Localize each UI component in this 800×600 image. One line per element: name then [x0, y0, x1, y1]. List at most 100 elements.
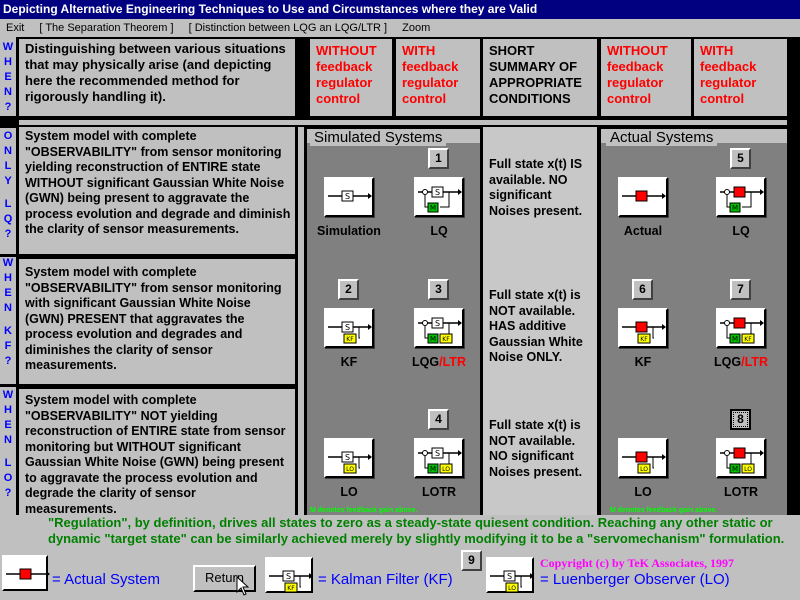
svg-text:S: S	[286, 572, 291, 581]
row2-description: System model with complete "OBSERVABILIT…	[19, 259, 295, 384]
sidebar-letter: H	[4, 272, 12, 284]
sidebar-letter: F	[4, 340, 12, 352]
summary-column	[483, 127, 597, 515]
svg-text:M: M	[732, 465, 738, 473]
svg-text:S: S	[435, 188, 440, 197]
system-icon-kf-act[interactable]: KF	[618, 308, 668, 348]
number-button-2[interactable]: 2	[338, 279, 359, 300]
number-button-4[interactable]: 4	[428, 409, 449, 430]
menu-exit[interactable]: Exit	[6, 22, 25, 34]
system-icon-sim[interactable]: S	[324, 177, 374, 217]
system-icon-lo-act[interactable]: LO	[618, 438, 668, 478]
sidebar-letter: N	[4, 302, 12, 314]
copyright: Copyright (c) by TeK Associates, 1997	[540, 556, 735, 570]
nine-button[interactable]: 9	[461, 550, 482, 571]
cell-label: LO	[340, 485, 358, 499]
header-sim-without-key: WITHOUT	[316, 43, 377, 58]
sidebar-letter: Q	[3, 213, 13, 225]
sidebar-letter: N	[4, 145, 12, 157]
sidebar-letter: O	[3, 472, 13, 484]
legend-actual-system: = Actual System	[52, 571, 160, 588]
cell-label: LO	[634, 485, 652, 499]
menu-zoom[interactable]: Zoom	[402, 22, 431, 34]
sidebar-letter: L	[4, 160, 12, 172]
svg-text:LO: LO	[508, 585, 516, 592]
header-sim-with-rest: feedback regulator control	[402, 59, 459, 106]
cell-label: KF	[634, 355, 652, 369]
sidebar-letter: ?	[4, 101, 12, 113]
sidebar-letter: N	[4, 86, 12, 98]
svg-text:KF: KF	[287, 585, 295, 592]
cell-label: LQ	[430, 224, 448, 238]
menu-distinction-lqg-ltr[interactable]: [ Distinction between LQG an LQG/LTR ]	[188, 22, 388, 34]
header-sim-with-key: WITH	[402, 43, 436, 58]
return-button[interactable]: Return	[193, 565, 256, 592]
cell-label-ltr: /LTR	[741, 355, 768, 369]
legend-luenberger-observer: = Luenberger Observer (LO)	[540, 571, 730, 588]
mid-divider	[298, 127, 304, 515]
row2-summary: Full state x(t) is NOT available. HAS ad…	[489, 288, 583, 364]
number-button-6[interactable]: 6	[632, 279, 653, 300]
svg-text:M: M	[732, 335, 738, 343]
row3-summary: Full state x(t) is NOT available. NO sig…	[489, 418, 583, 479]
number-button-1[interactable]: 1	[428, 148, 449, 169]
legend-kalman-icon: S KF	[265, 557, 313, 593]
svg-text:M: M	[430, 335, 436, 343]
sidebar-letter: H	[4, 404, 12, 416]
header-act-with: WITH feedback regulator control	[694, 39, 787, 116]
sidebar-letter: Y	[4, 175, 12, 187]
number-button-3[interactable]: 3	[428, 279, 449, 300]
legend-actual-system-icon	[2, 555, 50, 591]
cell-label: LQ	[732, 224, 750, 238]
system-icon-lq-act[interactable]: M	[716, 177, 766, 217]
cell-label: LQG/LTR	[394, 355, 484, 369]
header-act-without: WITHOUT feedback regulator control	[601, 39, 691, 116]
bottom-panel: "Regulation", by definition, drives all …	[0, 515, 800, 600]
svg-text:M: M	[732, 204, 738, 212]
legend-kalman-filter: = Kalman Filter (KF)	[318, 571, 453, 588]
header-summary: SHORT SUMMARY OF APPROPRIATE CONDITIONS	[483, 39, 597, 116]
svg-text:LO: LO	[346, 466, 354, 473]
row1-summary: Full state x(t) IS available. NO signifi…	[489, 157, 583, 218]
svg-text:S: S	[435, 449, 440, 458]
mouse-cursor-icon	[236, 576, 250, 596]
regulation-note: "Regulation", by definition, drives all …	[48, 515, 785, 546]
sidebar-letter: ?	[4, 228, 12, 240]
svg-text:S: S	[435, 319, 440, 328]
number-button-5[interactable]: 5	[730, 148, 751, 169]
cell-label-main: LQG	[412, 355, 440, 369]
sidebar-letter: E	[4, 287, 12, 299]
sidebar-letter: N	[4, 434, 12, 446]
header-act-with-rest: feedback regulator control	[700, 59, 757, 106]
svg-text:M: M	[430, 204, 436, 212]
sidebar-letter	[0, 317, 16, 325]
cell-label-main: LQG	[714, 355, 742, 369]
system-icon-actual[interactable]	[618, 177, 668, 217]
header-act-with-key: WITH	[700, 43, 734, 58]
menu-separation-theorem[interactable]: [ The Separation Theorem ]	[39, 22, 174, 34]
sim-gain-note: M denotes feedback gain above.	[310, 507, 418, 514]
row1-description: System model with complete "OBSERVABILIT…	[19, 127, 295, 254]
menu-bar: Exit [ The Separation Theorem ] [ Distin…	[0, 19, 800, 37]
number-button-8[interactable]: 8	[730, 409, 751, 430]
separator-strip	[19, 120, 787, 125]
sidebar-letter: W	[2, 389, 14, 401]
group-label-actual: Actual Systems	[606, 129, 718, 146]
header-act-without-key: WITHOUT	[607, 43, 668, 58]
header-act-without-rest: feedback regulator control	[607, 59, 664, 106]
svg-text:LO: LO	[442, 466, 450, 473]
sidebar-letter: W	[2, 257, 14, 269]
number-button-7[interactable]: 7	[730, 279, 751, 300]
svg-text:KF: KF	[640, 336, 648, 343]
header-sim-without: WITHOUT feedback regulator control	[310, 39, 392, 116]
